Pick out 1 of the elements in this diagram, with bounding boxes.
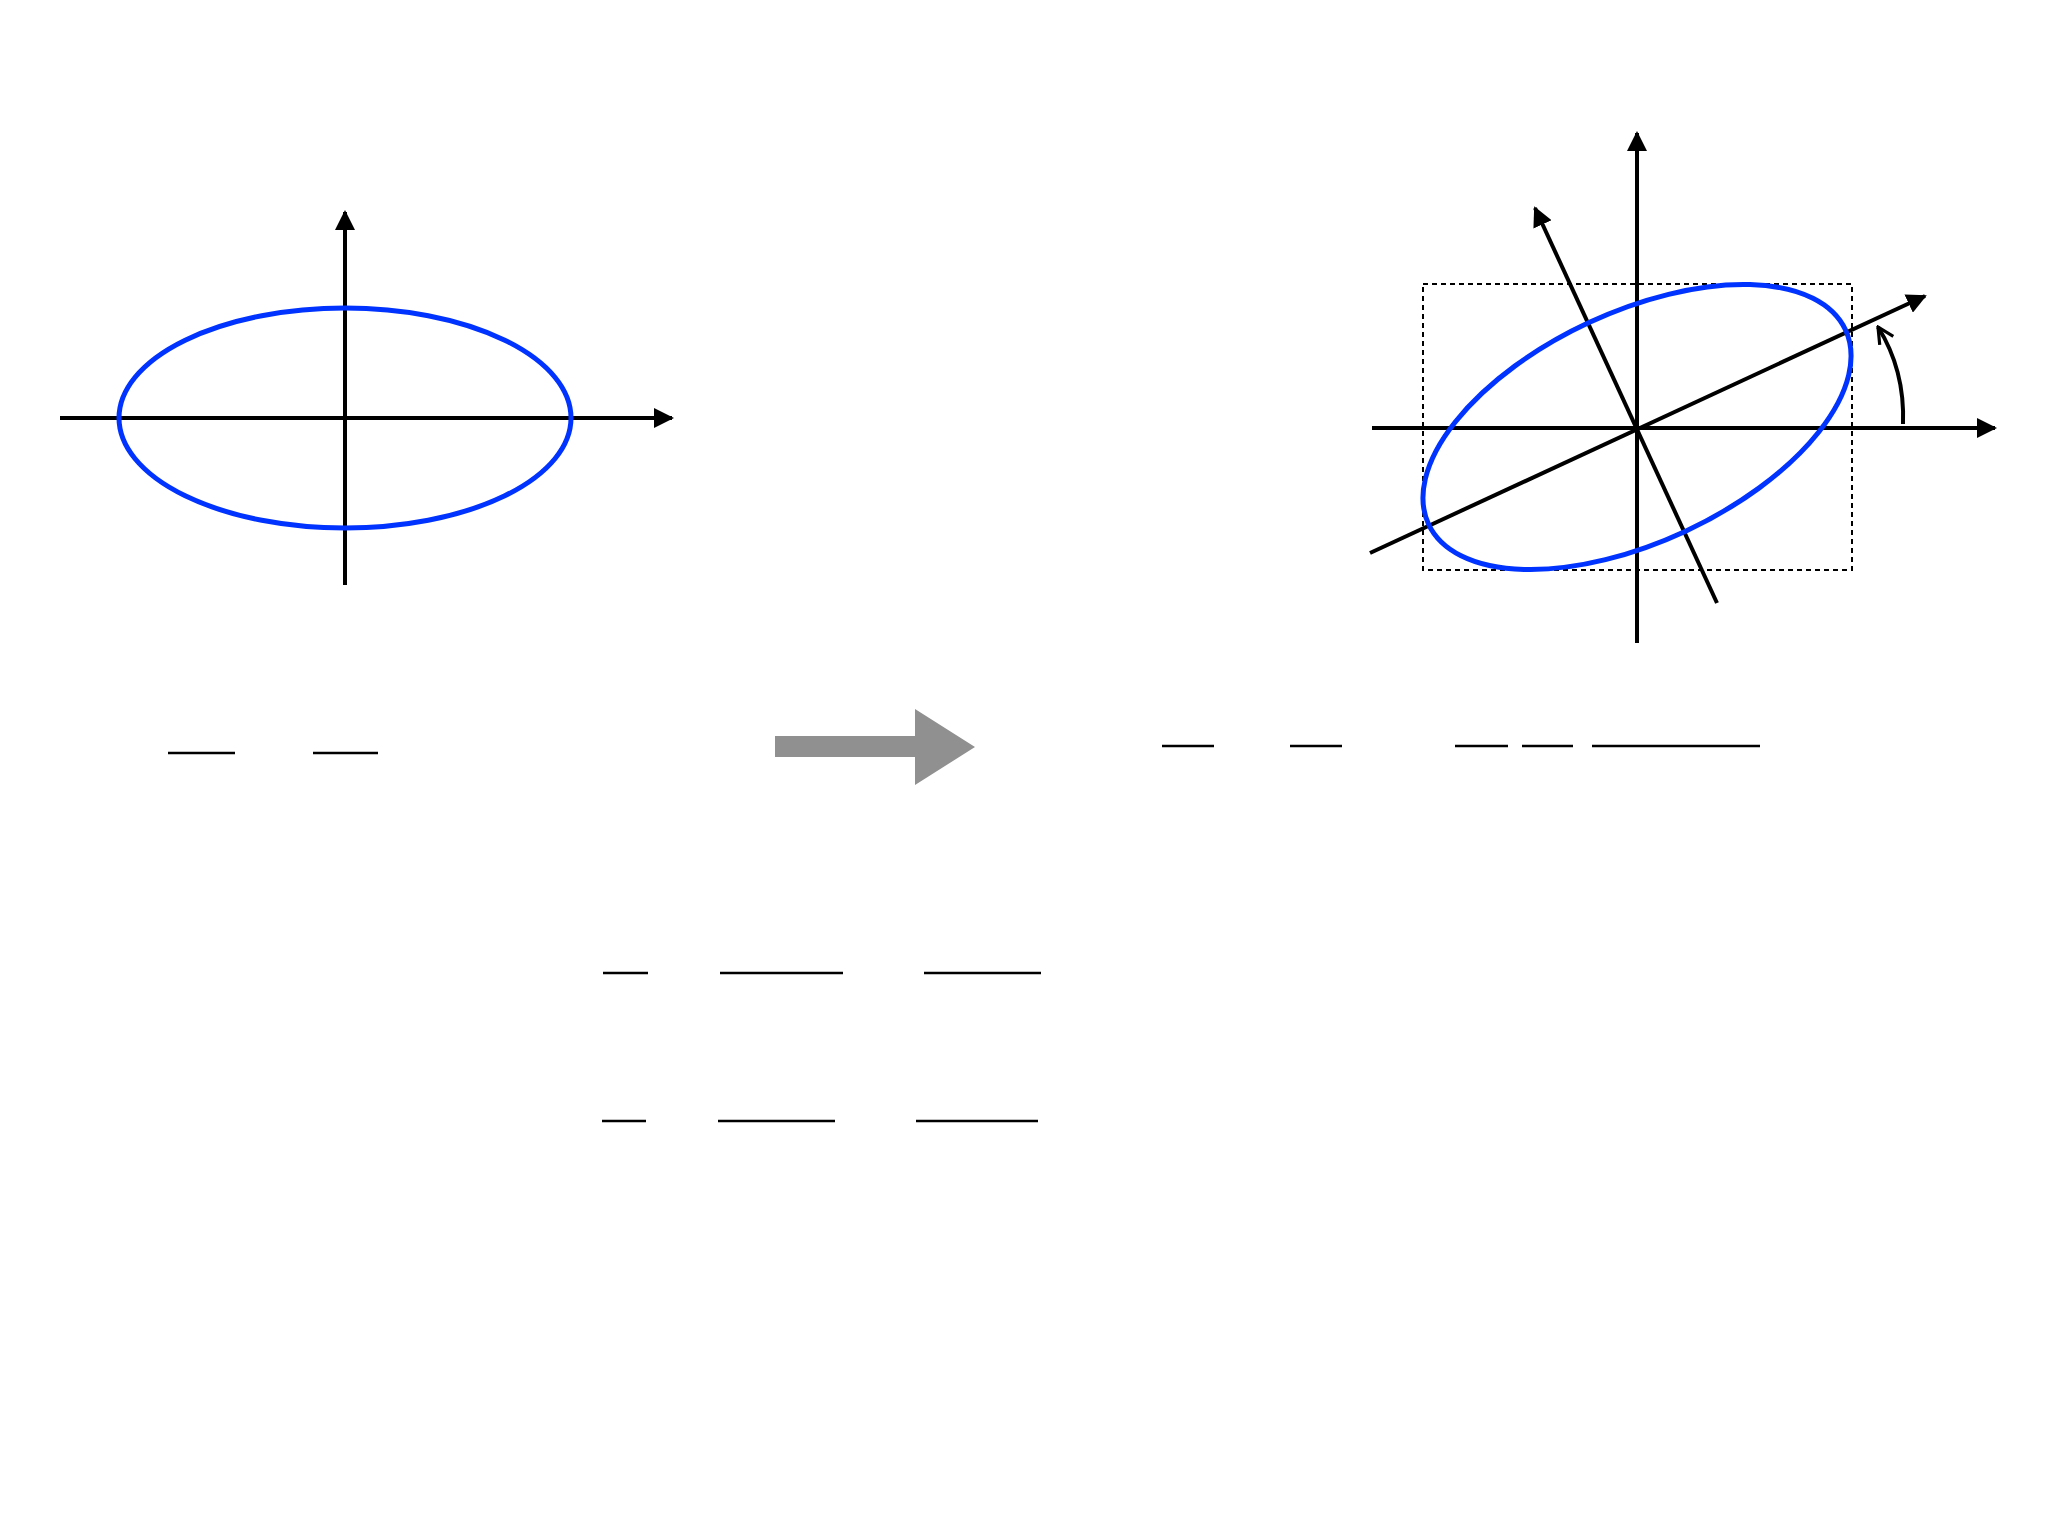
ellipse bbox=[116, 305, 574, 531]
